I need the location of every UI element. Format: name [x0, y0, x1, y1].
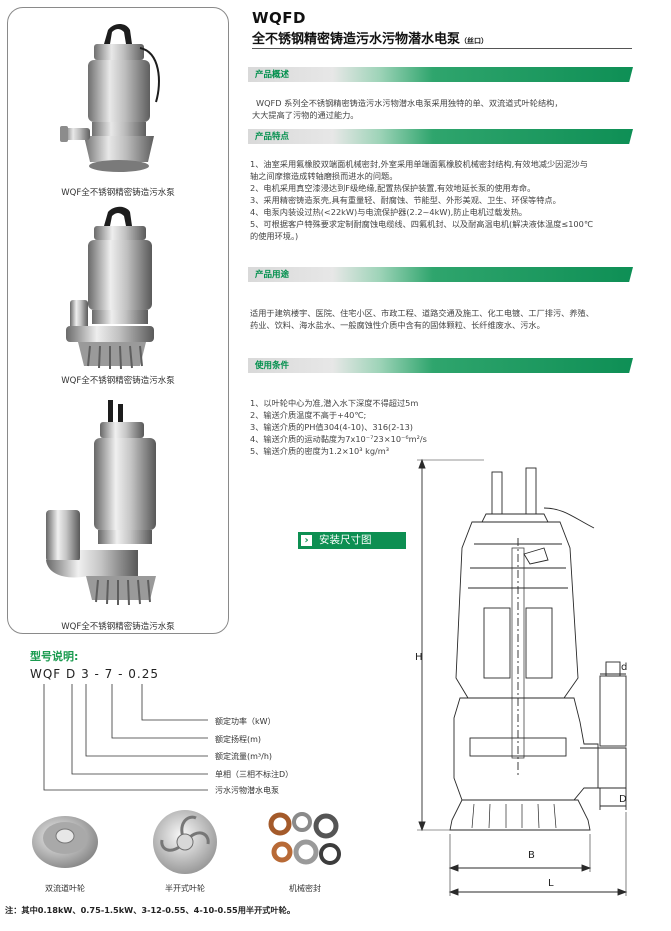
features-text: 1、油室采用氟橡胶双端面机械密封,外室采用单端面氟橡胶机械密封结构,有效地减少因… — [250, 158, 660, 242]
footnote: 注：其中0.18kW、0.75-1.5kW、3-12-0.55、4-10-0.5… — [5, 905, 296, 915]
product-caption-1: WQF全不锈钢精密铸造污水泵 — [61, 188, 175, 198]
part-caption-semi-open: 半开式叶轮 — [165, 884, 205, 893]
model-label-flow: 额定流量(m³/h) — [215, 752, 273, 761]
section-heading-conditions: 使用条件 — [255, 361, 290, 371]
features-line-3: 2、电机采用真空漆浸达到F级绝缘,配置热保护装置,有效地延长泵的使用寿命。 — [250, 183, 536, 193]
overview-line-2: 大大提高了污物的通过能力。 — [252, 110, 359, 120]
section-banner-applications: 产品用途 — [248, 267, 633, 282]
pump-image-3 — [38, 400, 188, 614]
title-divider — [252, 48, 632, 49]
section-heading-overview: 产品概述 — [255, 70, 290, 80]
installation-drawing — [414, 448, 664, 904]
model-title: WQFD — [252, 9, 306, 27]
applications-line-1: 适用于建筑楼宇、医院、住宅小区、市政工程、道路交通及施工、化工电镀、工厂排污、养… — [250, 308, 594, 318]
conditions-line-3: 3、输送介质的PH值304(4-10)、316(2-13) — [250, 422, 413, 432]
model-explain-title: 型号说明: — [30, 650, 79, 663]
conditions-line-5: 5、输送介质的密度为1.2×10³ kg/m³ — [250, 446, 390, 456]
product-title-suffix: （丝口） — [460, 37, 489, 45]
features-line-6: 5、可根据客户特殊要求定制耐腐蚀电缆线、四氟机封、以及耐高温电机(解决液体温度≤… — [250, 219, 594, 229]
model-label-type: 污水污物潜水电泵 — [215, 786, 279, 795]
overview-line-1: WQFD 系列全不锈钢精密铸造污水污物潜水电泵采用独特的单、双流道式叶轮结构， — [256, 98, 563, 108]
part-caption-double-channel: 双流道叶轮 — [45, 884, 85, 893]
product-caption-3: WQF全不锈钢精密铸造污水泵 — [61, 622, 175, 632]
chevron-right-icon: › — [301, 535, 312, 546]
overview-text: WQFD 系列全不锈钢精密铸造污水污物潜水电泵采用独特的单、双流道式叶轮结构， … — [252, 97, 652, 121]
features-line-1: 1、油室采用氟橡胶双端面机械密封,外室采用单端面氟橡胶机械密封结构,有效地减少因… — [250, 159, 588, 169]
features-line-2: 轴之间摩擦造成转轴磨损而进水的问题。 — [250, 171, 398, 181]
mechanical-seal-image — [262, 808, 348, 878]
conditions-line-4: 4、输送介质的运动黏度为7x10⁻⁷23×10⁻⁶m²/s — [250, 434, 427, 444]
applications-text: 适用于建筑楼宇、医院、住宅小区、市政工程、道路交通及施工、化工电镀、工厂排污、养… — [250, 307, 660, 331]
section-heading-features: 产品特点 — [255, 132, 290, 142]
conditions-line-2: 2、输送介质温度不高于+40℃; — [250, 410, 367, 420]
install-dimension-label: 安装尺寸图 — [319, 534, 372, 546]
section-banner-conditions: 使用条件 — [248, 358, 633, 373]
features-line-4: 3、采用精密铸造泵壳,具有重量轻、耐腐蚀、节能型、外形美观、卫生、环保等特点。 — [250, 195, 561, 205]
dimension-label-l: L — [548, 878, 554, 889]
model-label-power: 额定功率（kW） — [215, 717, 276, 726]
pump-image-2 — [48, 206, 178, 378]
part-caption-mechanical-seal: 机械密封 — [289, 884, 321, 893]
model-label-phase: 单相（三相不标注D） — [215, 770, 294, 779]
section-banner-features: 产品特点 — [248, 129, 633, 144]
product-title: 全不锈钢精密铸造污水污物潜水电泵（丝口） — [252, 28, 488, 47]
double-channel-impeller-image — [30, 806, 100, 876]
pump-image-1 — [56, 22, 166, 180]
install-dimension-button[interactable]: › 安装尺寸图 — [298, 532, 406, 549]
features-line-5: 4、电泵内装设过热(<22kW)与电流保护器(2.2~4kW),防止电机过载发热… — [250, 207, 527, 217]
dimension-label-h: H — [415, 652, 423, 663]
dimension-label-b: B — [528, 850, 535, 861]
product-title-text: 全不锈钢精密铸造污水污物潜水电泵 — [252, 32, 461, 47]
conditions-line-1: 1、以叶轮中心为准,潜入水下深度不得超过5m — [250, 398, 419, 408]
model-code: WQF D 3 - 7 - 0.25 — [30, 667, 159, 681]
product-caption-2: WQF全不锈钢精密铸造污水泵 — [61, 376, 175, 386]
features-line-7: 的使用环境。) — [250, 231, 299, 241]
dimension-label-d-large: D — [619, 794, 627, 805]
semi-open-impeller-image — [148, 804, 222, 880]
product-panel: WQF全不锈钢精密铸造污水泵 WQF全不锈钢精密铸造污水泵 — [7, 7, 229, 634]
model-explain-lines — [30, 682, 220, 796]
conditions-text: 1、以叶轮中心为准,潜入水下深度不得超过5m 2、输送介质温度不高于+40℃; … — [250, 397, 510, 457]
model-label-head: 额定扬程(m) — [215, 735, 262, 744]
applications-line-2: 药业、饮料、海水盐水、一般腐蚀性介质中含有的固体颗粒、长纤维废水、污水。 — [250, 320, 545, 330]
dimension-label-d-small: d — [621, 662, 628, 673]
section-banner-overview: 产品概述 — [248, 67, 633, 82]
section-heading-applications: 产品用途 — [255, 270, 290, 280]
